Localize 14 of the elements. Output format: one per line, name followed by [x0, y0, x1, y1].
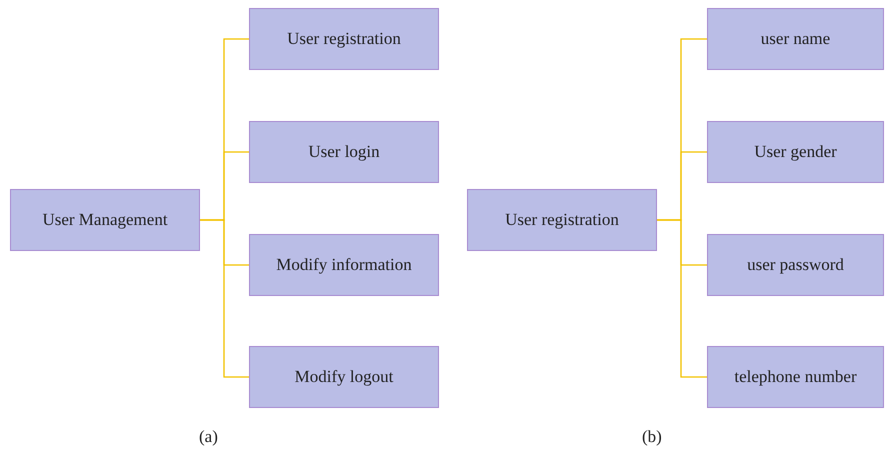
process-box: User login: [249, 121, 439, 183]
process-box: User gender: [707, 121, 884, 183]
process-box: User Management: [10, 189, 200, 251]
process-box: User registration: [249, 8, 439, 70]
process-box: User registration: [467, 189, 657, 251]
connector-line: [657, 219, 707, 378]
process-box: user password: [707, 234, 884, 296]
process-box: Modify information: [249, 234, 439, 296]
process-box: Modify logout: [249, 346, 439, 408]
panel-label: (b): [642, 427, 662, 447]
process-box: user name: [707, 8, 884, 70]
panel-label: (a): [199, 427, 218, 447]
process-box: telephone number: [707, 346, 884, 408]
connector-line: [200, 219, 249, 378]
